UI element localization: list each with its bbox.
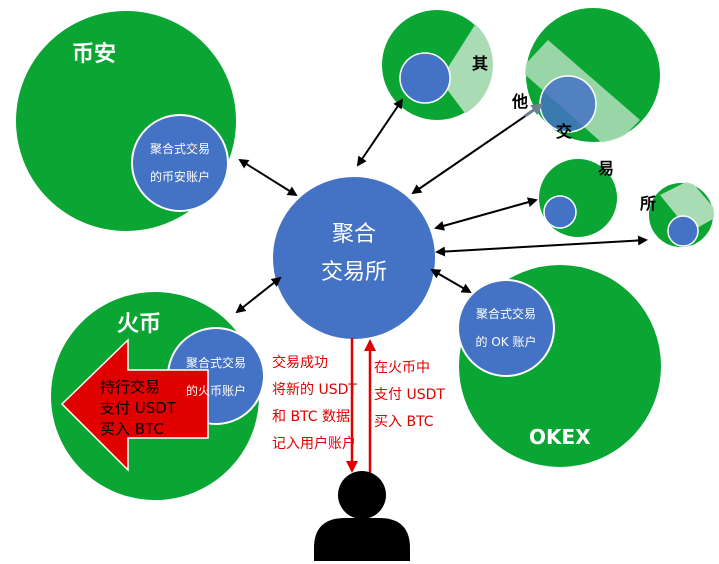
okex-name: OKEX [529,425,591,449]
order-note-line3: 买入 BTC [374,414,434,430]
arrow-okex-center [430,268,472,294]
arrow-other1-center [356,98,404,167]
arrow-other3-center [434,197,538,231]
okex-account-line1: 聚合式交易 [475,307,536,321]
okex-account-circle [457,279,555,377]
binance-account-label: 聚合式交易 的币安账户 [140,135,220,191]
arrow-other4-center [435,235,648,257]
huobi-arrow-line3: 买入 BTC [100,420,164,438]
others-char-3: 交 [556,122,573,141]
huobi-account-label: 聚合式交易 的火币账户 [176,349,256,405]
huobi-name: 火币 [117,312,162,337]
aggregator-line2: 交易所 [320,260,387,285]
huobi-account-line1: 聚合式交易 [185,356,246,370]
others-char-1: 其 [472,54,489,73]
user-silhouette-icon [314,471,410,561]
binance-account-line1: 聚合式交易 [149,142,210,156]
arrow-center-other2 [411,105,541,195]
huobi-red-arrow [60,338,209,472]
arrow-center-other2-head [524,103,544,118]
other-account-3 [543,195,577,229]
others-char-5: 所 [640,194,657,213]
success-note-line1: 交易成功 [272,355,328,371]
aggregator-label: 聚合 交易所 [304,216,404,292]
binance-name: 币安 [72,42,117,67]
aggregator-line1: 聚合 [331,222,376,247]
binance-account-circle [131,114,229,212]
highlight-band-4 [660,182,714,232]
okex-account-line2: 的 OK 账户 [475,335,537,349]
arrow-huobi-center [235,276,282,314]
order-note-line1: 在火币中 [374,360,430,376]
others-char-2: 他 [512,92,529,111]
others-char-4: 易 [598,159,615,178]
success-note-line4: 记入用户账户 [272,436,356,452]
huobi-arrow-line2: 支付 USDT [100,399,176,417]
order-note-line2: 支付 USDT [374,387,445,403]
arrow-binance-center [238,158,298,197]
other-account-1 [399,52,451,104]
huobi-arrow-text: 持行交易 支付 USDT 买入 BTC [100,377,176,440]
other-account-4 [667,215,699,247]
success-note: 交易成功 将新的 USDT 和 BTC 数据 记入用户账户 [272,350,357,458]
huobi-account-line2: 的火币账户 [185,384,246,398]
okex-account-label: 聚合式交易 的 OK 账户 [466,300,546,356]
binance-account-line2: 的币安账户 [149,170,210,184]
aggregator-circle [271,175,437,341]
huobi-arrow-line1: 持行交易 [100,378,161,396]
highlight-band-1 [440,20,493,120]
order-note: 在火币中 支付 USDT 买入 BTC [374,355,445,436]
success-note-line2: 将新的 USDT [272,382,357,398]
success-note-line3: 和 BTC 数据 [272,409,351,425]
